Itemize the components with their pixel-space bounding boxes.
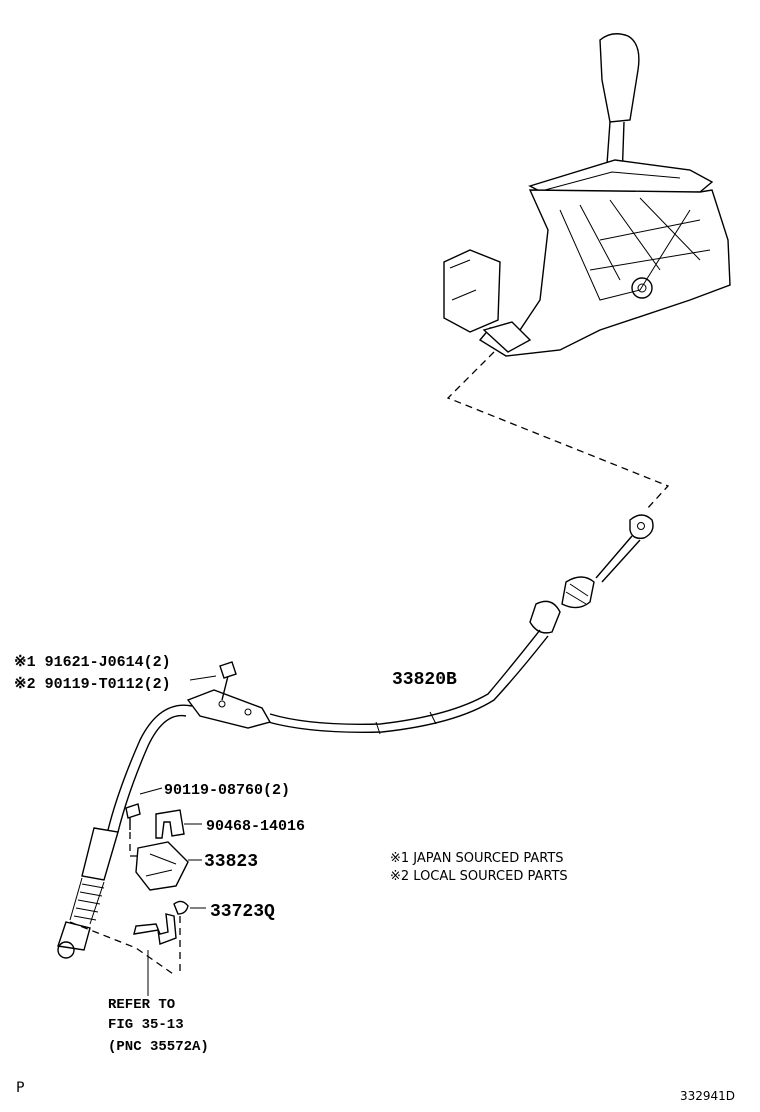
callout-90119-08760: 90119-08760(2) — [164, 782, 290, 799]
callout-90119-t0112: ※2 90119-T0112(2) — [14, 676, 171, 693]
transmission-control-cable — [57, 514, 654, 959]
page-mark: P — [16, 1080, 24, 1096]
bolt-90119-icon — [125, 803, 141, 830]
bracket-35572a-icon — [133, 913, 177, 945]
shift-lever-assembly — [443, 33, 731, 357]
callout-90468: 90468-14016 — [206, 818, 305, 835]
refer-line-3: (PNC 35572A) — [108, 1039, 209, 1055]
refer-line-1: REFER TO — [108, 997, 175, 1013]
callout-33820b: 33820B — [392, 670, 457, 690]
figure-id: 332941D — [680, 1089, 735, 1103]
bolt-91621-icon — [219, 661, 237, 701]
legend-note-japan: ※1 JAPAN SOURCED PARTS — [390, 851, 564, 866]
callout-33723q: 33723Q — [210, 902, 275, 922]
callout-91621: ※1 91621-J0614(2) — [14, 654, 171, 671]
retainer-33823-icon — [135, 841, 189, 891]
clip-90468-icon — [155, 809, 185, 839]
clip-33723q-icon — [173, 900, 189, 915]
refer-line-2: FIG 35-13 — [108, 1017, 184, 1033]
legend-note-local: ※2 LOCAL SOURCED PARTS — [390, 869, 568, 884]
callout-33823: 33823 — [204, 852, 258, 872]
